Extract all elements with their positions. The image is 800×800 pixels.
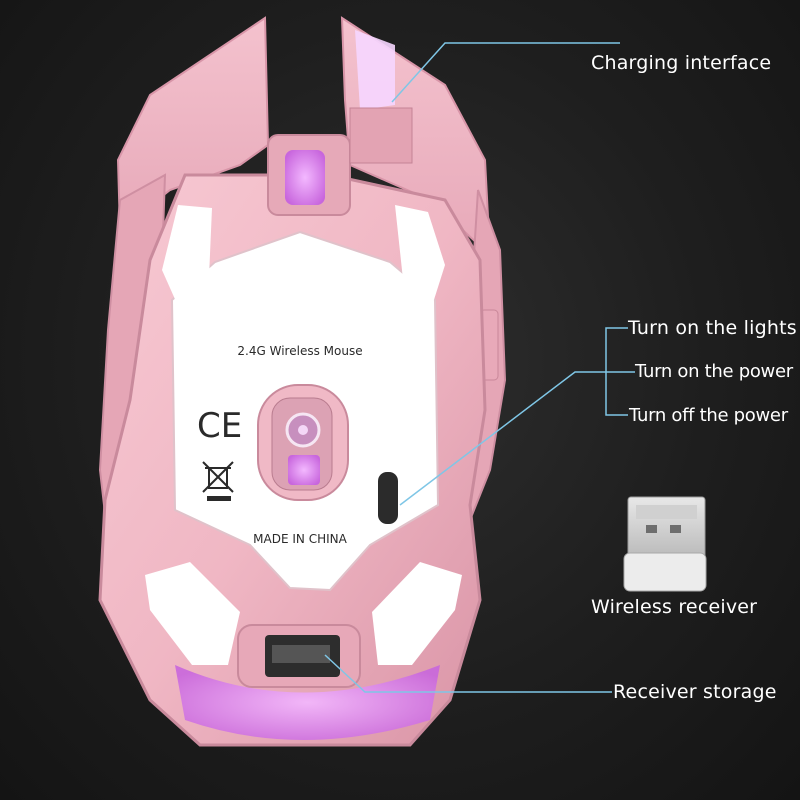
foot-pad-top-right	[395, 205, 445, 306]
charging-port	[349, 107, 413, 164]
foot-pad-bottom-left	[145, 562, 240, 665]
power-switch	[378, 472, 398, 524]
turn-off-power-label: Turn off the power	[629, 405, 788, 426]
turn-on-lights-label: Turn on the lights	[628, 317, 797, 339]
model-label: 2.4G Wireless Mouse	[237, 344, 362, 358]
usb-receiver	[623, 496, 707, 592]
wireless-receiver-label: Wireless receiver	[591, 596, 758, 618]
sensor-led	[288, 455, 320, 485]
origin-label: MADE IN CHINA	[253, 532, 347, 546]
foot-pad-bottom-right	[372, 562, 462, 665]
callout-line-storage	[324, 654, 612, 693]
bottom-led-glow	[175, 665, 440, 740]
ce-mark: CE	[197, 406, 242, 446]
foot-pad-top-left	[162, 205, 212, 306]
usb-receiver-body	[623, 552, 707, 592]
callout-line-charging	[391, 42, 620, 103]
charging-port-glow	[355, 30, 395, 110]
callout-line-switch	[399, 371, 606, 506]
receiver-storage-label: Receiver storage	[613, 681, 777, 703]
scroll-wheel	[285, 150, 325, 205]
turn-on-power-label: Turn on the power	[635, 361, 793, 382]
wireless-mouse: CE 2.4G Wireless Mouse MADE IN CHINA	[98, 16, 507, 747]
charging-interface-label: Charging interface	[591, 52, 772, 74]
callout-lines	[324, 42, 635, 693]
weee-bin-icon	[202, 461, 234, 501]
